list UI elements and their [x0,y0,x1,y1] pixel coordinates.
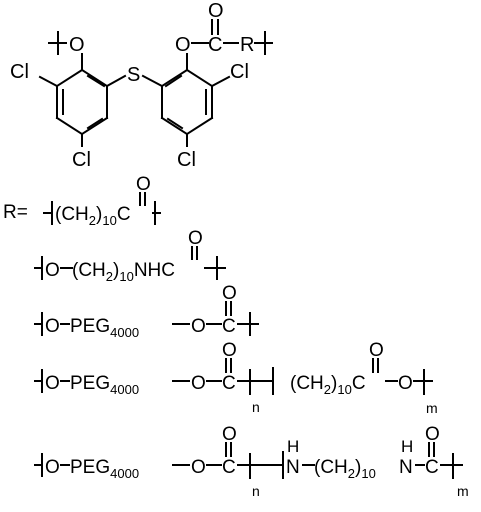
r-equals-label: R= [3,202,28,223]
svg-text:O: O [222,283,237,304]
atom-cl-left-ortho: Cl [10,61,29,83]
svg-text:O: O [222,340,237,361]
atom-cl-right-para: Cl [177,149,196,171]
svg-text:O: O [425,424,440,445]
svg-text:(CH2)10NHC: (CH2)10NHC [72,260,175,284]
svg-text:N: N [286,457,300,478]
svg-text:O: O [398,373,413,394]
right-benzene-ring [160,53,231,147]
svg-text:H: H [401,437,413,456]
atom-sulfur: S [127,64,140,86]
atom-cl-left-para: Cl [72,149,91,171]
atom-carbonyl-c: C [208,34,222,56]
svg-text:(CH2)10: (CH2)10 [314,457,376,481]
atom-r-group: R [240,34,254,56]
svg-text:O: O [222,424,237,445]
svg-text:C: C [222,373,236,394]
svg-text:O: O [45,316,60,337]
svg-text:O: O [191,457,206,478]
svg-text:(CH2)10C: (CH2)10C [290,373,366,397]
svg-text:O: O [188,228,203,249]
svg-text:O: O [191,373,206,394]
svg-text:H: H [287,437,299,456]
atom-carbonyl-o: O [208,0,224,22]
svg-text:(CH2)10C: (CH2)10C [55,204,131,228]
svg-text:C: C [222,457,236,478]
atom-o-left: O [69,34,85,56]
svg-text:N: N [399,457,413,478]
svg-text:O: O [45,260,60,281]
svg-text:n: n [252,399,260,415]
svg-text:O: O [191,316,206,337]
svg-text:O: O [45,457,60,478]
svg-text:m: m [457,483,469,499]
svg-text:m: m [426,400,438,416]
atom-o-right: O [175,34,191,56]
atom-cl-right-ortho: Cl [230,61,249,83]
svg-text:PEG4000: PEG4000 [70,457,139,481]
svg-text:C: C [222,316,236,337]
svg-text:PEG4000: PEG4000 [70,316,139,340]
svg-text:O: O [45,373,60,394]
svg-text:PEG4000: PEG4000 [70,373,139,397]
r-option-5: O PEG4000 O C O n H N (CH2)10 H N C O m [34,424,469,499]
svg-text:O: O [369,340,384,361]
r-option-4: O PEG4000 O C O n (CH2)10C O O m [34,340,438,416]
r-option-1: (CH2)10C O [43,174,161,228]
svg-text:C: C [425,457,439,478]
monomer-structure: O Cl Cl S [10,0,273,171]
left-benzene-ring [38,53,109,147]
svg-text:n: n [252,483,260,499]
r-option-2: O (CH2)10NHC O [34,228,226,284]
r-option-3: O PEG4000 O C O [34,283,259,340]
svg-text:O: O [136,174,151,195]
